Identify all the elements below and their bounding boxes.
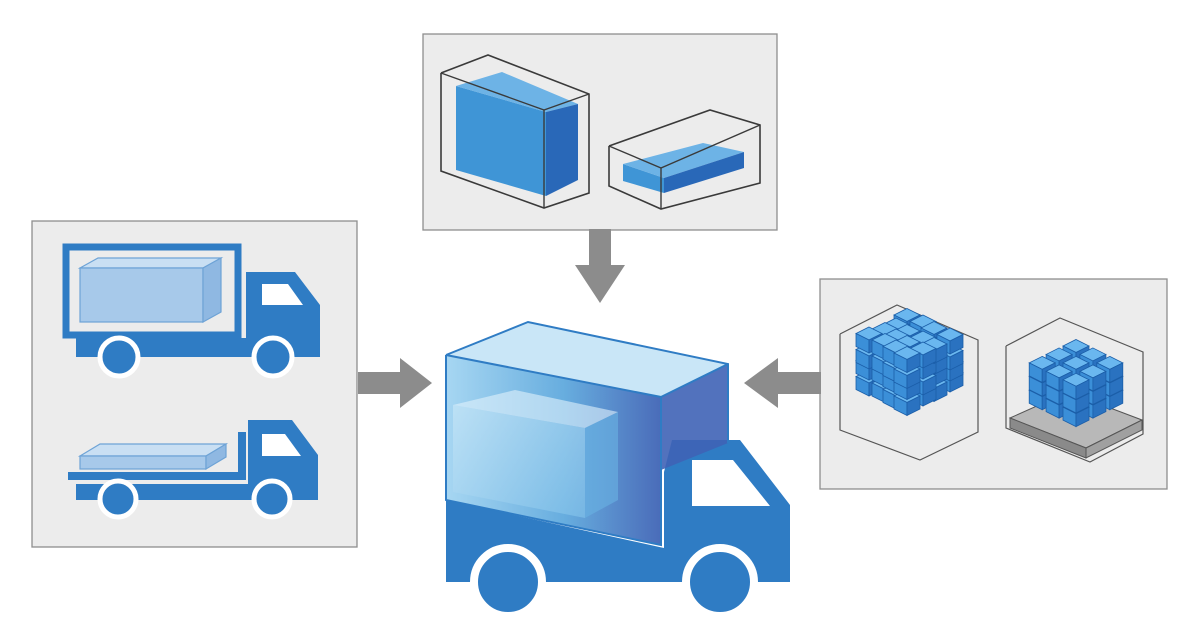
cube-face [906, 368, 921, 390]
cube-face [949, 349, 964, 371]
large-box-truck-with-cargo-icon [445, 320, 790, 620]
container-outline [1005, 317, 1144, 463]
cube-face [1109, 362, 1124, 384]
cube-face [1109, 375, 1124, 397]
arrow-left-from-right [744, 358, 821, 408]
flatbed-truck-icon [68, 420, 318, 520]
cube-face [1092, 370, 1107, 392]
palletized-cubes-icon [1005, 317, 1144, 463]
box-truck-icon [62, 243, 320, 379]
cube-face [1075, 379, 1090, 400]
loose-cubes-in-container-icon [839, 304, 979, 461]
cube-face [1092, 398, 1107, 419]
cube-face [1075, 392, 1090, 414]
container-outline [839, 304, 979, 461]
tall-box-in-container-icon [440, 54, 590, 209]
cube-face [922, 347, 937, 369]
arrow-right-from-left [358, 358, 432, 408]
left-panel [31, 220, 358, 548]
cube-face [949, 333, 964, 355]
pallet-side [1085, 419, 1143, 459]
cube-face [1092, 384, 1107, 406]
cube-face [1109, 389, 1124, 411]
cube-face [906, 395, 921, 417]
top-panel [422, 33, 778, 231]
right-panel [819, 278, 1168, 490]
cube-face [1075, 406, 1090, 428]
cube-face [906, 352, 921, 374]
flat-box-in-container-icon [608, 109, 761, 210]
arrow-down-from-top [575, 229, 625, 303]
cube-face [922, 374, 937, 396]
